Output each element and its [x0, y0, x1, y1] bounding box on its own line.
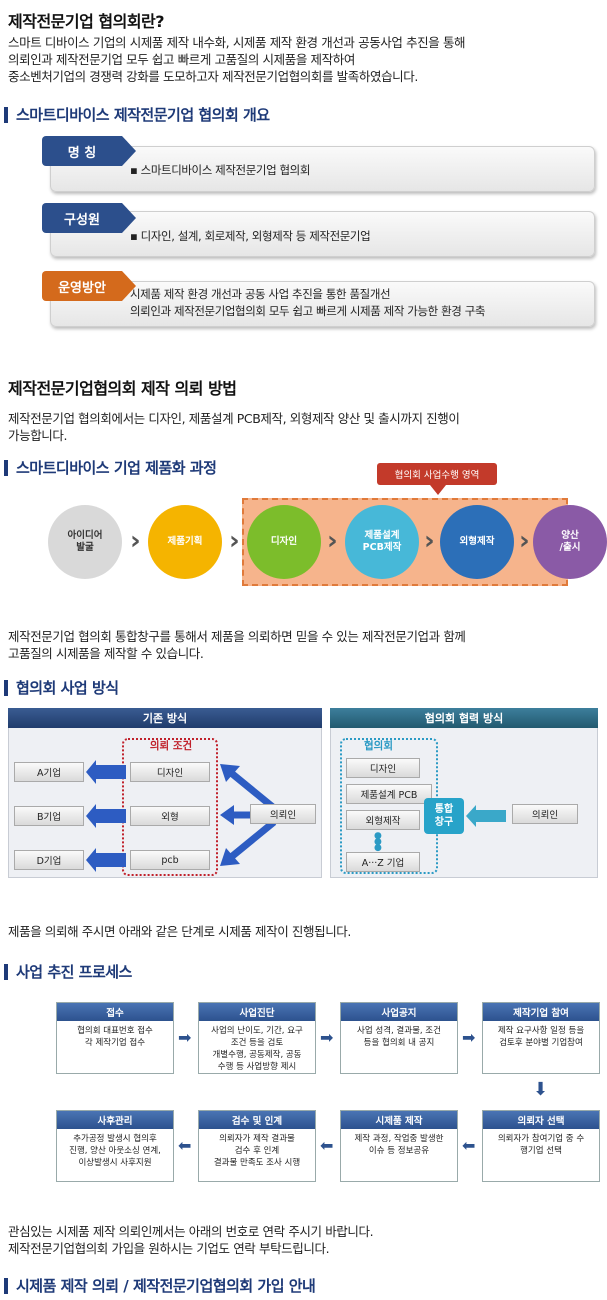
process-step-receipt: 접수 협의회 대표번호 접수 각 제작기업 접수: [56, 1002, 174, 1074]
contact-text: 관심있는 시제품 제작 의뢰인께서는 아래의 번호로 연락 주시기 바랍니다. …: [8, 1224, 374, 1256]
process-step-notice: 사업공지 사업 성격, 결과물, 조건 등을 협의회 내 공지: [340, 1002, 458, 1074]
chevron-right-icon: ›: [130, 526, 141, 556]
process-step-title: 사후관리: [57, 1111, 173, 1129]
company-b: B기업: [14, 806, 84, 826]
process-step-title: 사업공지: [341, 1003, 457, 1021]
overview-heading: 스마트디바이스 제작전문기업 협의회 개요: [4, 107, 270, 123]
intro-title: 제작전문기업 협의회란?: [8, 12, 165, 31]
request-text: 제작전문기업 협의회에서는 디자인, 제품설계 PCB제작, 외형제작 양산 및…: [8, 411, 460, 443]
arrow-left-icon: [86, 848, 126, 872]
process-step-participation: 제작기업 참여 제작 요구사항 일정 등을 검토후 분야별 기업참여: [482, 1002, 600, 1074]
arrow-left-icon: [476, 810, 506, 822]
process-step-title: 접수: [57, 1003, 173, 1021]
arrow-head-icon: [466, 805, 476, 827]
new-client: 의뢰인: [512, 804, 578, 824]
scope-pointer-icon: [430, 485, 446, 495]
method-text: 제품을 의뢰해 주시면 아래와 같은 단계로 시제품 제작이 진행됩니다.: [8, 924, 351, 939]
arrow-left-icon: [86, 804, 126, 828]
arrow-right-icon: ➡: [320, 1028, 334, 1047]
step-mass-production: 양산 /출시: [533, 505, 607, 579]
process-step-diagnosis: 사업진단 사업의 난이도, 기간, 요구 조건 등을 검토 개별수행, 공동제작…: [198, 1002, 316, 1074]
process-step-title: 시제품 제작: [341, 1111, 457, 1129]
overview-box-members: [50, 211, 595, 257]
fan-arrows-icon: [220, 764, 277, 866]
overview-box-name: [50, 146, 595, 192]
chevron-right-icon: ›: [519, 526, 530, 556]
council-group-label: 협의회: [364, 740, 393, 752]
process-step-body: 사업 성격, 결과물, 조건 등을 협의회 내 공지: [357, 1026, 441, 1048]
process-step-title: 의뢰자 선택: [483, 1111, 599, 1129]
process-step-title: 제작기업 참여: [483, 1003, 599, 1021]
overview-box-operation: [50, 281, 595, 327]
process-step-body: 의뢰자가 제작 결과물 검수 후 인계 결과물 만족도 조사 시행: [213, 1134, 301, 1168]
member-az: A···Z 기업: [346, 852, 420, 872]
old-client: 의뢰인: [250, 804, 316, 824]
overview-text-members: ▪ 디자인, 설계, 회로제작, 외형제작 등 제작전문기업: [130, 229, 371, 243]
company-d: D기업: [14, 850, 84, 870]
intro-text: 스마트 디바이스 기업의 시제품 제작 내수화, 시제품 제작 환경 개선과 공…: [8, 35, 466, 84]
arrow-left-icon: [86, 760, 126, 784]
process-step-body: 제작 요구사항 일정 등을 검토후 분야별 기업참여: [497, 1026, 585, 1048]
scope-label: 협의회 사업수행 영역: [377, 463, 497, 485]
member-exterior: 외형제작: [346, 810, 420, 830]
new-method-title: 협의회 협력 방식: [330, 708, 598, 728]
contact-heading: 시제품 제작 의뢰 / 제작전문기업협의회 가입 안내: [4, 1278, 316, 1294]
request-title: 제작전문기업협의회 제작 의뢰 방법: [8, 379, 237, 398]
process-step-aftercare: 사후관리 추가공정 발생시 협의후 진행, 양산 아웃소싱 연계, 이상발생시 …: [56, 1110, 174, 1182]
overview-tag-operation: 운영방안: [42, 271, 136, 301]
member-design: 디자인: [346, 758, 420, 778]
company-a: A기업: [14, 762, 84, 782]
productization-text: 제작전문기업 협의회 통합창구를 통해서 제품을 의뢰하면 믿을 수 있는 제작…: [8, 629, 466, 661]
method-heading: 협의회 사업 방식: [4, 680, 119, 696]
condition-exterior: 외형: [130, 806, 210, 826]
more-dots-icon: ●●●: [374, 831, 382, 853]
overview-text-operation: 시제품 제작 환경 개선과 공동 사업 추진을 통한 품질개선 의뢰인과 제작전…: [130, 287, 486, 318]
overview-tag-members: 구성원: [42, 203, 136, 233]
arrow-left-icon: ⬅: [178, 1136, 192, 1155]
condition-group-label: 의뢰 조건: [149, 740, 193, 752]
condition-group: [122, 738, 218, 876]
process-step-body: 협의회 대표번호 접수 각 제작기업 접수: [77, 1026, 153, 1048]
step-pcb: 제품설계 PCB제작: [345, 505, 419, 579]
process-step-inspection: 검수 및 인계 의뢰자가 제작 결과물 검수 후 인계 결과물 만족도 조사 시…: [198, 1110, 316, 1182]
step-idea: 아이디어 발굴: [48, 505, 122, 579]
process-heading: 사업 추진 프로세스: [4, 964, 132, 980]
step-planning: 제품기획: [148, 505, 222, 579]
arrow-right-icon: ➡: [462, 1028, 476, 1047]
chevron-right-icon: ›: [327, 526, 338, 556]
old-method-title: 기존 방식: [8, 708, 322, 728]
productization-heading: 스마트디바이스 기업 제품화 과정: [4, 460, 217, 476]
arrow-down-icon: ⬇: [533, 1079, 549, 1100]
member-pcb: 제품설계 PCB: [346, 784, 432, 804]
overview-text-name: ▪ 스마트디바이스 제작전문기업 협의회: [130, 163, 311, 177]
process-step-title: 사업진단: [199, 1003, 315, 1021]
arrow-left-icon: ⬅: [462, 1136, 476, 1155]
step-exterior: 외형제작: [440, 505, 514, 579]
arrow-left-icon: ⬅: [320, 1136, 334, 1155]
old-method-panel: [8, 708, 322, 878]
process-step-selection: 의뢰자 선택 의뢰자가 참여기업 중 수 행기업 선택: [482, 1110, 600, 1182]
process-step-body: 사업의 난이도, 기간, 요구 조건 등을 검토 개별수행, 공동제작, 공동 …: [211, 1026, 303, 1072]
chevron-right-icon: ›: [229, 526, 240, 556]
process-step-title: 검수 및 인계: [199, 1111, 315, 1129]
process-step-body: 제작 과정, 작업중 발생한 이슈 등 정보공유: [354, 1134, 444, 1156]
overview-tag-name: 명 칭: [42, 136, 136, 166]
condition-design: 디자인: [130, 762, 210, 782]
arrow-right-icon: ➡: [178, 1028, 192, 1047]
condition-pcb: pcb: [130, 850, 210, 870]
step-design: 디자인: [247, 505, 321, 579]
integrated-window: 통합 창구: [424, 798, 464, 834]
chevron-right-icon: ›: [424, 526, 435, 556]
process-step-body: 추가공정 발생시 협의후 진행, 양산 아웃소싱 연계, 이상발생시 사후지원: [69, 1134, 161, 1168]
process-step-body: 의뢰자가 참여기업 중 수 행기업 선택: [497, 1134, 585, 1156]
process-step-production: 시제품 제작 제작 과정, 작업중 발생한 이슈 등 정보공유: [340, 1110, 458, 1182]
